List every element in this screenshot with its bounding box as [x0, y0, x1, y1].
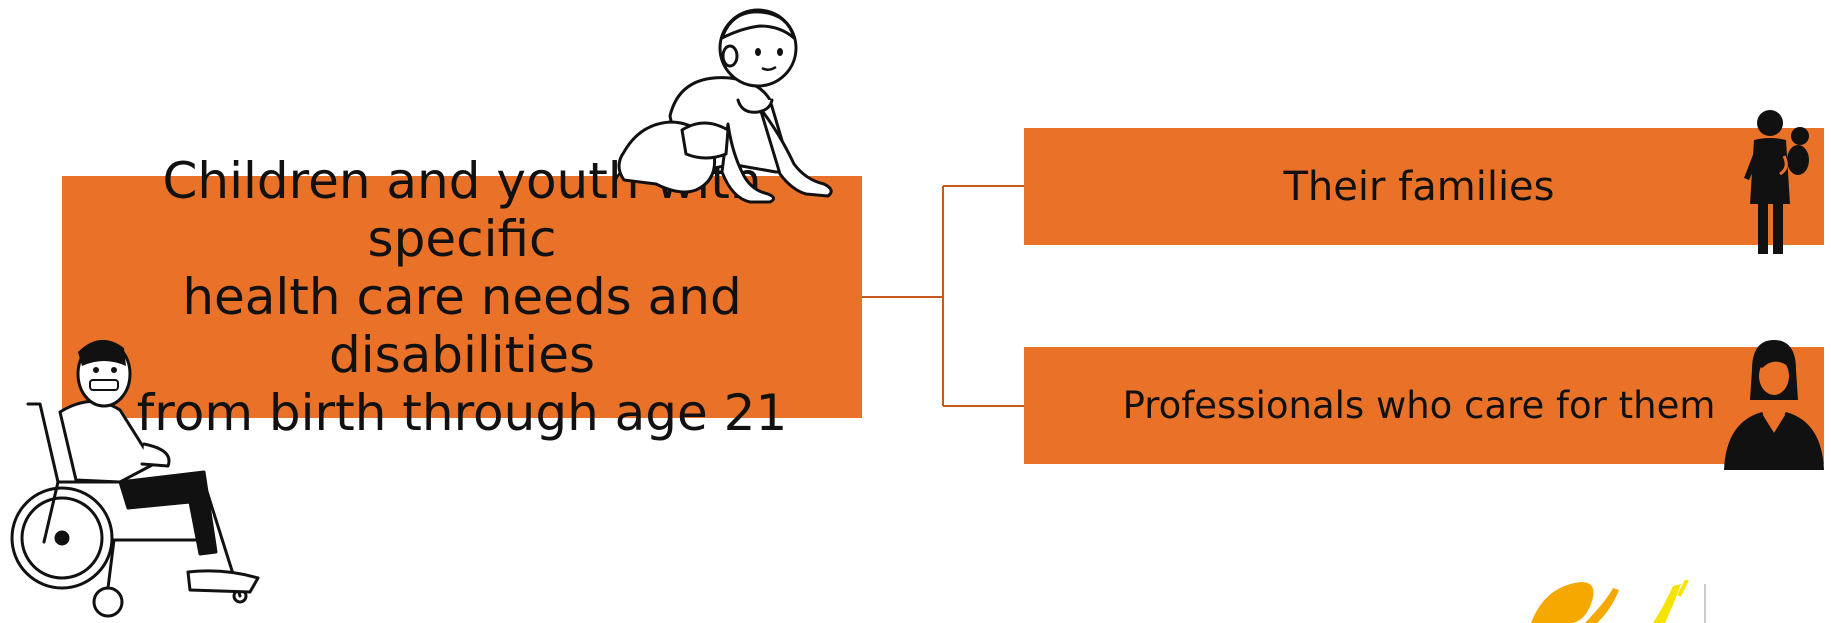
- families-node-box: Their families: [1024, 128, 1824, 245]
- mother-with-child-icon: [1744, 110, 1809, 254]
- brand-logo-partial: [1531, 580, 1706, 623]
- main-node-box: Children and youth with specific health …: [62, 152, 862, 442]
- professional-woman-icon: [1724, 340, 1824, 470]
- man-in-wheelchair-illustration: [10, 339, 260, 618]
- families-node-label: Their families: [1283, 163, 1555, 210]
- main-node-line-3: from birth through age 21: [136, 384, 788, 442]
- main-node-line-2: health care needs and disabilities: [182, 268, 742, 384]
- professionals-node-box: Professionals who care for them: [1024, 347, 1824, 464]
- main-node-label: Children and youth with specific health …: [62, 152, 862, 442]
- professionals-node-label: Professionals who care for them: [1122, 384, 1716, 427]
- crawling-baby-illustration: [617, 8, 833, 204]
